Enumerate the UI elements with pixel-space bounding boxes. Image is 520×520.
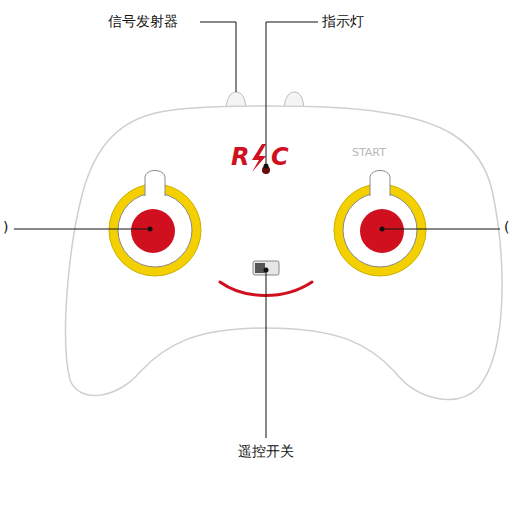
leader-dot <box>148 227 153 232</box>
ring-notch <box>145 180 165 202</box>
stick-well <box>343 193 417 267</box>
leader-dot <box>264 268 269 273</box>
leader-line <box>14 229 150 230</box>
ring-notch-line <box>370 171 390 197</box>
leader-line <box>382 229 500 230</box>
stick-well <box>118 193 192 267</box>
printed-label: START <box>352 146 386 159</box>
part-label: 指示灯 <box>322 13 364 30</box>
part-label: 信号发射器 <box>108 13 178 30</box>
ring-notch <box>370 180 390 202</box>
part-label: ( <box>504 219 509 236</box>
leader-dot <box>264 164 269 169</box>
ring-notch-line <box>145 171 165 197</box>
stick-knob <box>360 209 404 253</box>
part-label: ) <box>3 219 8 236</box>
controller-body <box>66 106 503 399</box>
logo-letter: R <box>231 143 249 172</box>
stick-knob <box>131 209 175 253</box>
switch-slider <box>255 263 265 273</box>
leader-dot <box>380 227 385 232</box>
leader-line <box>266 270 267 438</box>
leader-line <box>200 22 236 92</box>
logo-letter: C <box>271 143 289 172</box>
part-label: 遥控开关 <box>238 443 294 460</box>
leader-line <box>266 22 318 164</box>
